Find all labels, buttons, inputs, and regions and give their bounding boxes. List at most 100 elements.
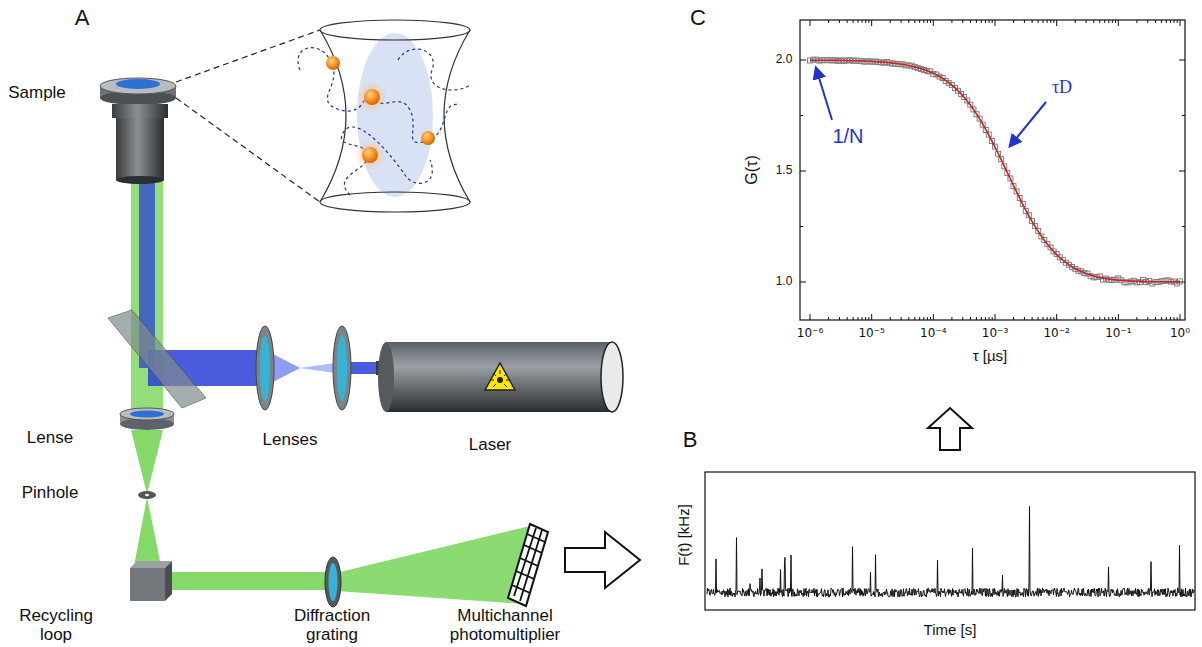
axis-tick bbox=[1104, 317, 1105, 320]
panel-letter: C bbox=[690, 6, 706, 30]
zoom-line bbox=[176, 98, 320, 202]
axis-tick bbox=[923, 20, 924, 23]
tick-label: 10⁻⁵ bbox=[858, 327, 884, 340]
axis-tick bbox=[1112, 317, 1113, 320]
axis-tick bbox=[1182, 226, 1185, 227]
axis-tick bbox=[933, 20, 934, 26]
axis-tick bbox=[914, 20, 915, 23]
axis-tick bbox=[927, 317, 928, 320]
axis-tick bbox=[908, 20, 909, 23]
axis-tick bbox=[1161, 317, 1162, 320]
axis-tick bbox=[1038, 20, 1039, 23]
emission-beam bbox=[131, 430, 163, 494]
axis-tick bbox=[828, 317, 829, 320]
fluorescence-glow bbox=[356, 81, 388, 113]
laser-body bbox=[386, 342, 612, 412]
part-label: Sample bbox=[8, 84, 66, 103]
axis-tick bbox=[901, 20, 902, 23]
axis-tick bbox=[933, 314, 934, 320]
axis-tick bbox=[1053, 20, 1054, 23]
diffraction-grating bbox=[325, 557, 341, 607]
axis-tick bbox=[985, 317, 986, 320]
pinhole bbox=[145, 494, 149, 496]
laser bbox=[376, 342, 623, 412]
laser-body bbox=[378, 342, 394, 412]
axis-tick bbox=[1038, 317, 1039, 320]
tick-label: 2.0 bbox=[776, 53, 793, 66]
axis-tick bbox=[1047, 317, 1048, 320]
axis-tick bbox=[1118, 314, 1119, 320]
axis-tick bbox=[1170, 20, 1171, 23]
axis-tick bbox=[1093, 317, 1094, 320]
axis-tick bbox=[1166, 20, 1167, 23]
axis-tick bbox=[1042, 20, 1043, 23]
axis-tick bbox=[1179, 171, 1185, 172]
axis-tick bbox=[919, 20, 920, 23]
axis-tick bbox=[951, 317, 952, 320]
dichroic-mirror bbox=[108, 310, 206, 408]
lens bbox=[337, 335, 347, 401]
axis-tick bbox=[1182, 115, 1185, 116]
axis-tick bbox=[868, 317, 869, 320]
axis-tick bbox=[989, 20, 990, 23]
axis-tick bbox=[1177, 317, 1178, 320]
part-label: Lenses bbox=[263, 431, 318, 450]
recycling-loop bbox=[165, 561, 172, 601]
sample-dish bbox=[100, 78, 176, 94]
beam-top bbox=[320, 20, 470, 40]
axis-tick bbox=[890, 20, 891, 23]
axis-tick bbox=[800, 226, 803, 227]
axis-tick bbox=[981, 20, 982, 23]
beam-bottom bbox=[320, 192, 470, 212]
axis-tick bbox=[853, 317, 854, 320]
callout-arrow bbox=[816, 68, 832, 120]
beam-expander bbox=[256, 326, 351, 410]
axis-tick bbox=[1047, 20, 1048, 23]
axis-tick bbox=[976, 20, 977, 23]
axis-tick bbox=[1024, 317, 1025, 320]
axis-tick bbox=[1056, 20, 1057, 26]
axis-tick bbox=[919, 317, 920, 320]
axis-tick bbox=[1174, 317, 1175, 320]
tick-label: 10⁻³ bbox=[982, 327, 1008, 340]
axis-tick bbox=[1099, 317, 1100, 320]
pinhole bbox=[138, 491, 156, 499]
lens bbox=[333, 326, 351, 410]
axis-tick bbox=[1136, 20, 1137, 23]
part-label: Recycling loop bbox=[6, 607, 106, 644]
molecule bbox=[364, 89, 380, 105]
trace-frame bbox=[705, 472, 1195, 610]
axis-tick bbox=[800, 60, 806, 61]
laser-body bbox=[601, 342, 623, 412]
axis-tick bbox=[1086, 20, 1087, 23]
axis-tick bbox=[1093, 20, 1094, 23]
axis-tick bbox=[1032, 20, 1033, 23]
axis-title: F(t) [kHz] bbox=[676, 504, 693, 566]
axis-tick bbox=[1104, 20, 1105, 23]
axis-tick bbox=[995, 314, 996, 320]
axis-tick bbox=[1112, 20, 1113, 23]
axis-tick bbox=[1042, 317, 1043, 320]
axis-tick bbox=[992, 317, 993, 320]
tick-label: 10⁰ bbox=[1170, 327, 1190, 340]
emission-beam bbox=[336, 526, 530, 604]
axis-tick bbox=[868, 20, 869, 23]
axis-tick bbox=[1099, 20, 1100, 23]
axis-tick bbox=[839, 20, 840, 23]
callout-label: τD bbox=[1052, 78, 1072, 98]
axis-tick bbox=[1161, 20, 1162, 23]
axis-tick bbox=[1179, 60, 1185, 61]
axis-tick bbox=[810, 314, 811, 320]
tick-label: 10⁻² bbox=[1043, 327, 1069, 340]
diffusion-path bbox=[398, 49, 470, 90]
axis-tick bbox=[1108, 317, 1109, 320]
axis-tick bbox=[1050, 317, 1051, 320]
axis-tick bbox=[810, 20, 811, 26]
sample-holder bbox=[100, 78, 176, 184]
objective bbox=[116, 176, 164, 184]
beam-waist bbox=[444, 30, 470, 202]
axis-tick bbox=[981, 317, 982, 320]
axis-tick bbox=[1013, 317, 1014, 320]
axis-tick bbox=[1056, 314, 1057, 320]
